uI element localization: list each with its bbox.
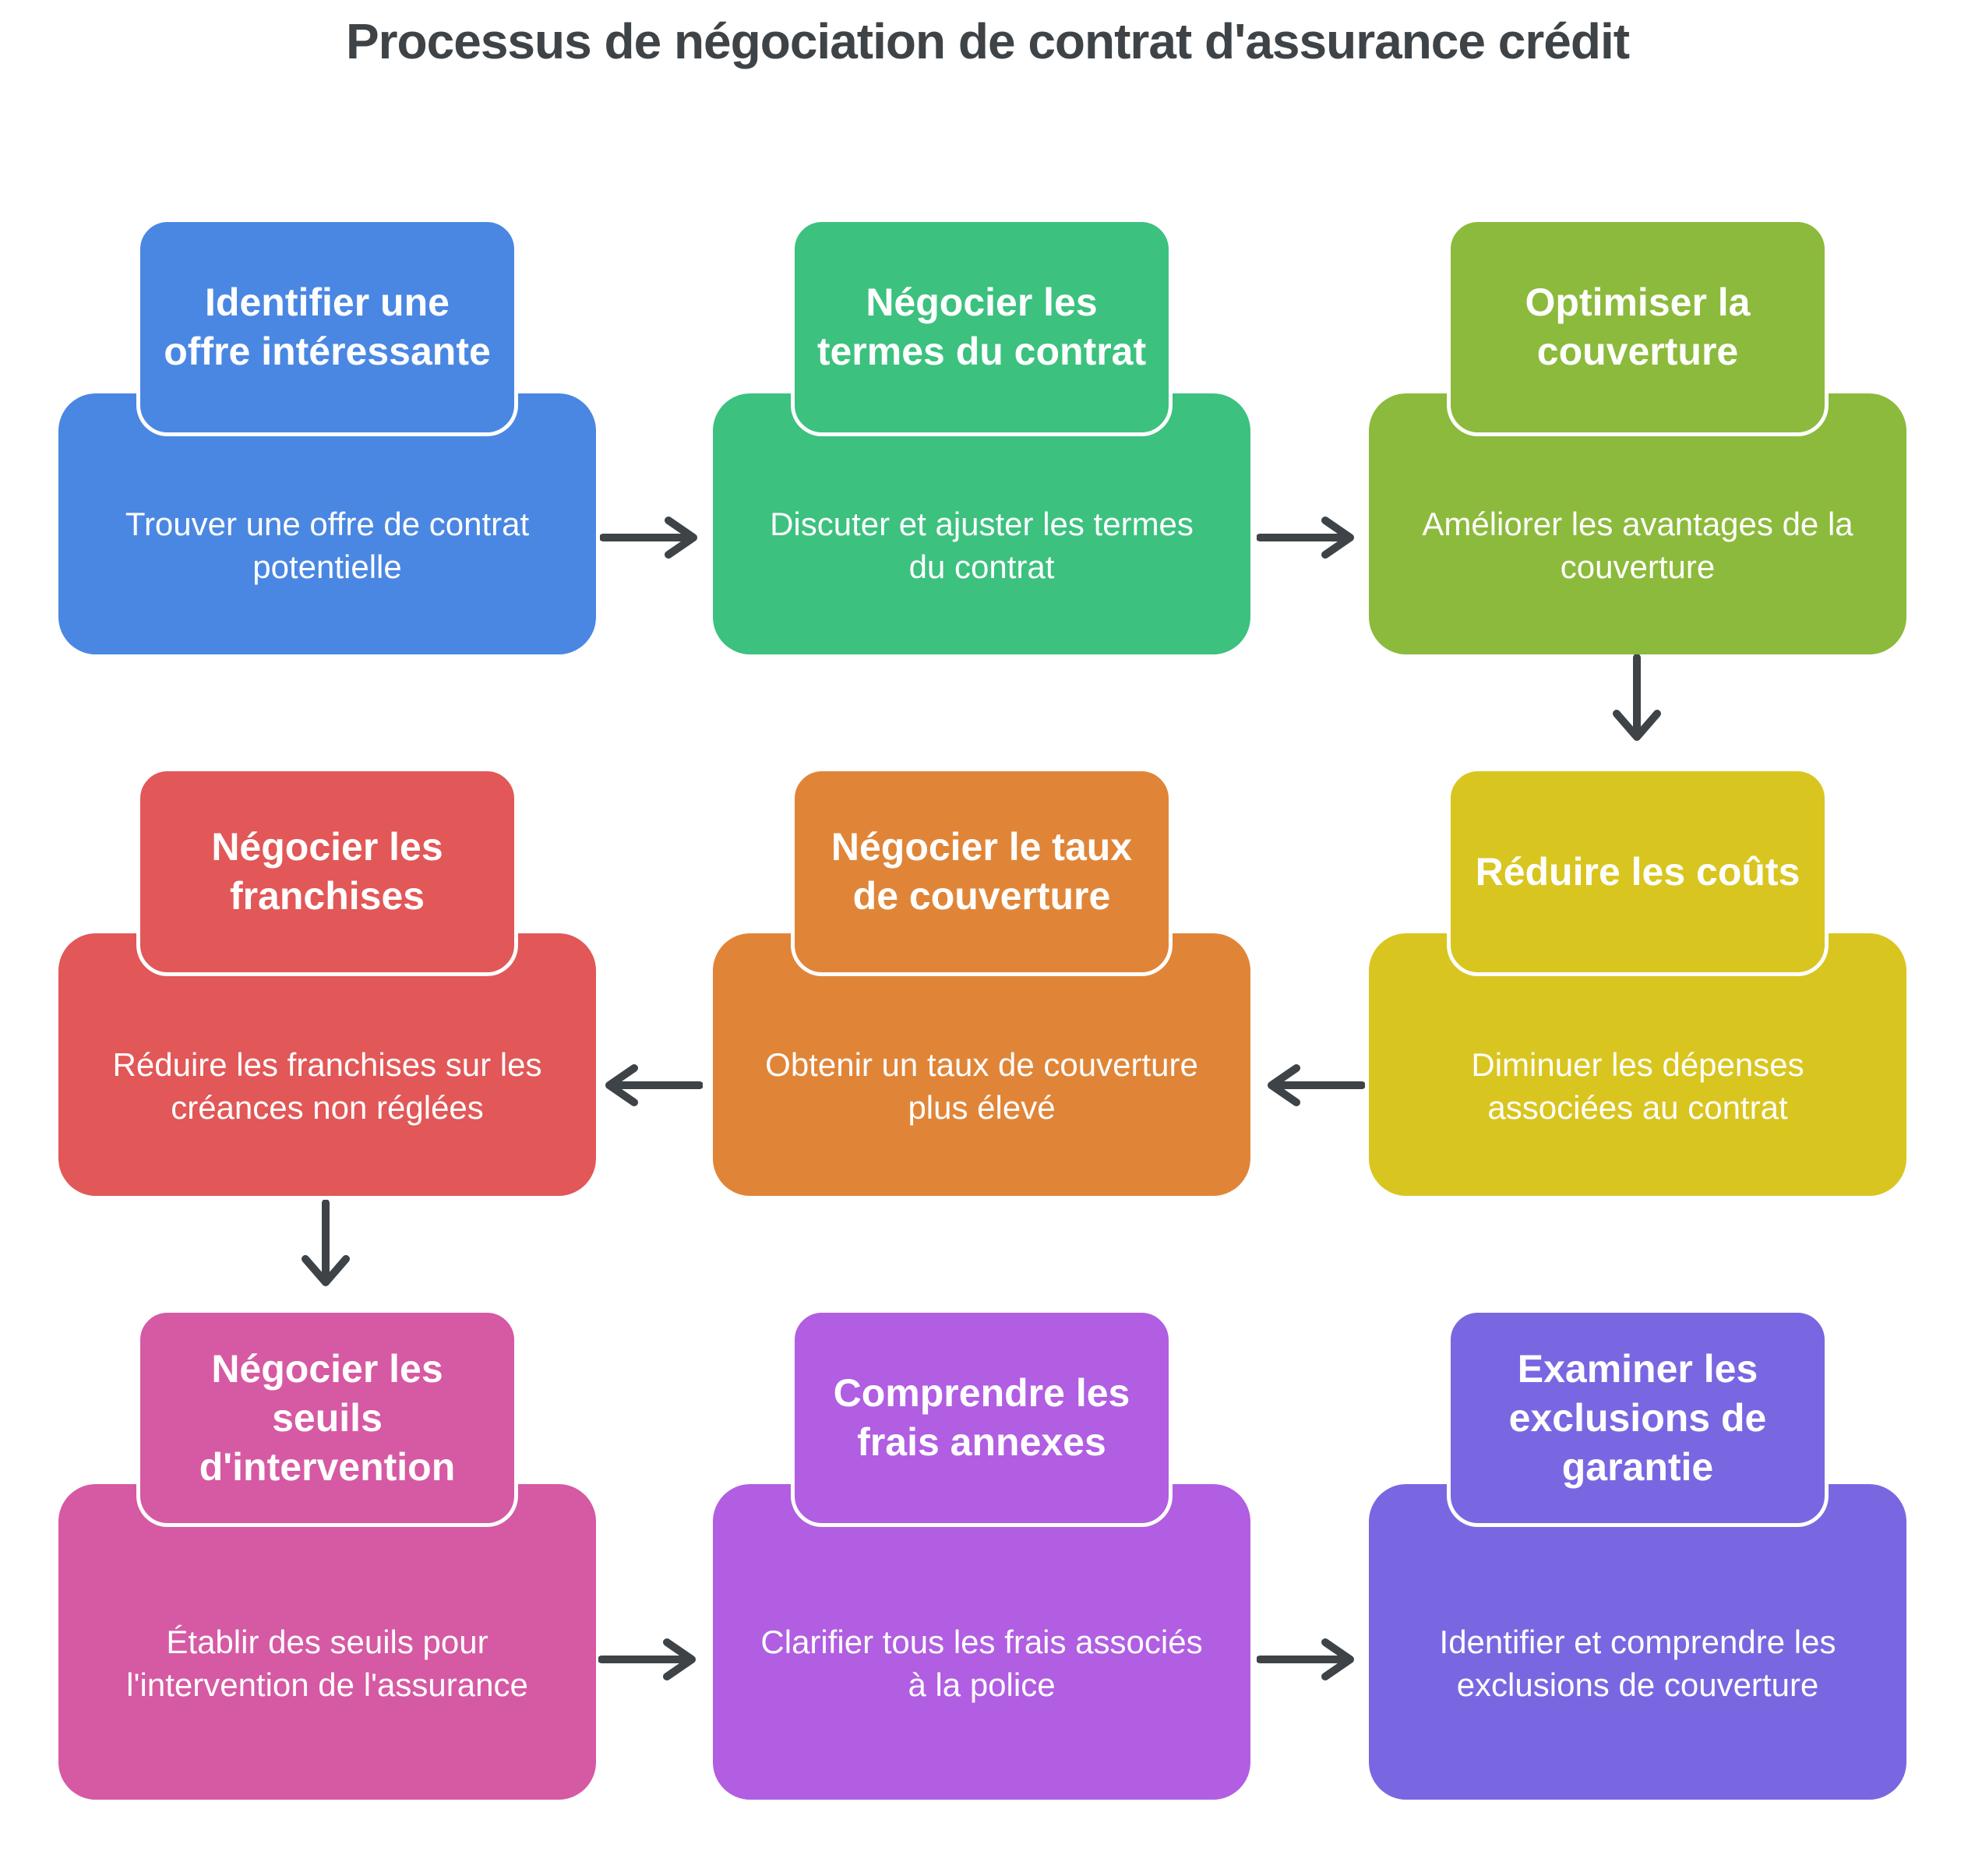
step-title: Identifier une offre intéressante	[136, 218, 518, 436]
step-description: Identifier et comprendre les exclusions …	[1439, 1623, 1836, 1703]
flow-arrow-left-icon	[600, 1062, 703, 1109]
step-title: Négocier les termes du contrat	[791, 218, 1173, 436]
step-description: Diminuer les dépenses associées au contr…	[1471, 1046, 1804, 1126]
flow-arrow-down-icon	[301, 1200, 351, 1295]
step-card-comprendre-frais: Clarifier tous les frais associés à la p…	[713, 1309, 1250, 1800]
flow-arrow-right-icon	[600, 514, 703, 561]
step-card-identifier-offre: Trouver une offre de contrat potentielle…	[58, 218, 596, 654]
flow-arrow-right-icon	[1257, 1636, 1360, 1683]
step-body: Réduire les franchises sur les créances …	[58, 933, 596, 1196]
step-body: Trouver une offre de contrat potentielle	[58, 393, 596, 654]
step-title: Négocier les franchises	[136, 767, 518, 976]
step-card-negocier-taux: Obtenir un taux de couverture plus élevé…	[713, 767, 1250, 1196]
step-title: Examiner les exclusions de garantie	[1447, 1309, 1829, 1527]
flow-arrow-left-icon	[1262, 1062, 1365, 1109]
step-description: Réduire les franchises sur les créances …	[112, 1046, 542, 1126]
step-body: Diminuer les dépenses associées au contr…	[1369, 933, 1906, 1196]
step-body: Établir des seuils pour l'intervention d…	[58, 1484, 596, 1800]
step-description: Trouver une offre de contrat potentielle	[125, 505, 530, 585]
step-card-negocier-termes: Discuter et ajuster les termes du contra…	[713, 218, 1250, 654]
step-card-examiner-exclusions: Identifier et comprendre les exclusions …	[1369, 1309, 1906, 1800]
step-description: Obtenir un taux de couverture plus élevé	[765, 1046, 1198, 1126]
step-description: Établir des seuils pour l'intervention d…	[126, 1623, 528, 1703]
step-body: Discuter et ajuster les termes du contra…	[713, 393, 1250, 654]
step-body: Identifier et comprendre les exclusions …	[1369, 1484, 1906, 1800]
step-title: Optimiser la couverture	[1447, 218, 1829, 436]
step-description: Clarifier tous les frais associés à la p…	[760, 1623, 1203, 1703]
step-card-negocier-seuils: Établir des seuils pour l'intervention d…	[58, 1309, 596, 1800]
step-title: Comprendre les frais annexes	[791, 1309, 1173, 1527]
flow-arrow-right-icon	[598, 1636, 701, 1683]
step-title: Négocier le taux de couverture	[791, 767, 1173, 976]
step-title: Réduire les coûts	[1447, 767, 1829, 976]
step-description: Améliorer les avantages de la couverture	[1422, 505, 1853, 585]
step-card-negocier-franchises: Réduire les franchises sur les créances …	[58, 767, 596, 1196]
flow-arrow-right-icon	[1257, 514, 1360, 561]
page-title: Processus de négociation de contrat d'as…	[345, 13, 1630, 69]
step-title: Négocier les seuils d'intervention	[136, 1309, 518, 1527]
step-card-reduire-couts: Diminuer les dépenses associées au contr…	[1369, 767, 1906, 1196]
step-body: Obtenir un taux de couverture plus élevé	[713, 933, 1250, 1196]
step-card-optimiser-couverture: Améliorer les avantages de la couverture…	[1369, 218, 1906, 654]
step-description: Discuter et ajuster les termes du contra…	[770, 505, 1194, 585]
step-body: Clarifier tous les frais associés à la p…	[713, 1484, 1250, 1800]
flow-arrow-down-icon	[1612, 654, 1662, 749]
step-body: Améliorer les avantages de la couverture	[1369, 393, 1906, 654]
